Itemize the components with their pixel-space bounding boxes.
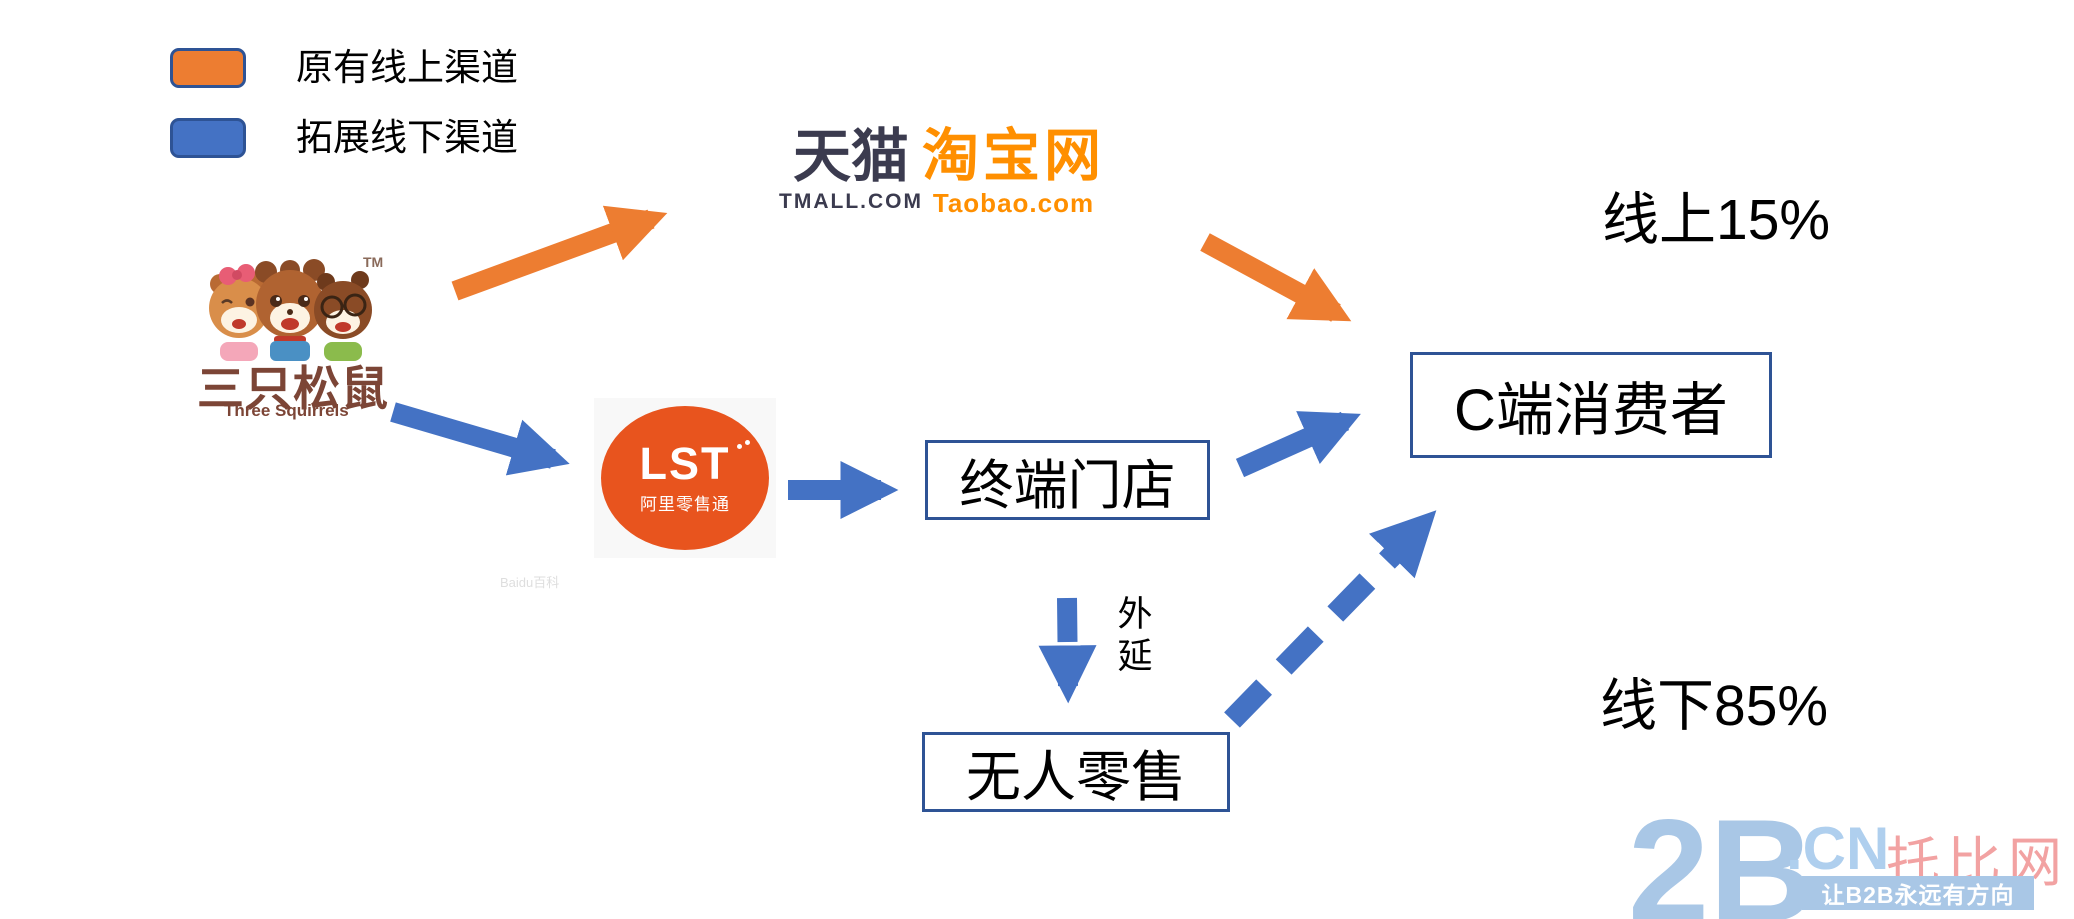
legend-swatch-online xyxy=(170,48,246,88)
arrow-brand-to-tmall xyxy=(451,205,668,301)
tmall-name: 天猫 xyxy=(792,124,909,189)
arrow-store-to-consumer xyxy=(1235,411,1361,478)
lst-dots-icon xyxy=(736,444,742,449)
watermark-slogan: 让B2B永远有方向 xyxy=(1802,876,2034,910)
legend-label-online: 原有线上渠道 xyxy=(296,47,518,88)
brand-name-cn: 三只松鼠 xyxy=(197,362,389,415)
legend-label-offline: 拓展线下渠道 xyxy=(296,117,518,158)
brand-trademark: TM xyxy=(363,254,384,270)
three-squirrels-mascots-icon xyxy=(209,259,372,361)
node-terminal-store: 终端门店 xyxy=(925,440,1210,520)
arrow-tmall-to-consumer xyxy=(1200,233,1352,322)
taobao-name: 淘宝网 xyxy=(922,124,1105,188)
tmall-logo: 天猫 TMALL.COM xyxy=(779,126,923,214)
faint-watermark: Baidu百科 xyxy=(500,575,560,590)
brand-name-en: Three Squirrels xyxy=(224,401,349,420)
lst-logo: LST 阿里零售通 xyxy=(594,398,776,558)
arrow-brand-to-lst xyxy=(390,402,570,476)
taobao-logo: 淘宝网 Taobao.com xyxy=(922,124,1105,219)
lst-circle: LST 阿里零售通 xyxy=(601,406,769,550)
watermark-cn: .CN xyxy=(1786,815,1890,882)
legend-swatch-offline xyxy=(170,118,246,158)
arrow-store-to-unmanned-dashed xyxy=(1038,597,1097,704)
watermark-2b: 2B xyxy=(1628,789,1815,919)
lst-abbr: LST xyxy=(640,441,742,487)
lst-name: 阿里零售通 xyxy=(640,495,730,514)
taobao-domain: Taobao.com xyxy=(932,188,1095,218)
offline-share-label: 线下85% xyxy=(1600,674,1829,738)
arrow-unmanned-to-consumer-dashed xyxy=(1224,510,1437,728)
tmall-domain: TMALL.COM xyxy=(779,190,923,213)
online-share-label: 线上15% xyxy=(1602,188,1831,252)
extension-label: 外延 xyxy=(1117,595,1153,676)
node-c-consumer: C端消费者 xyxy=(1410,352,1772,458)
node-unmanned-retail: 无人零售 xyxy=(922,732,1230,812)
